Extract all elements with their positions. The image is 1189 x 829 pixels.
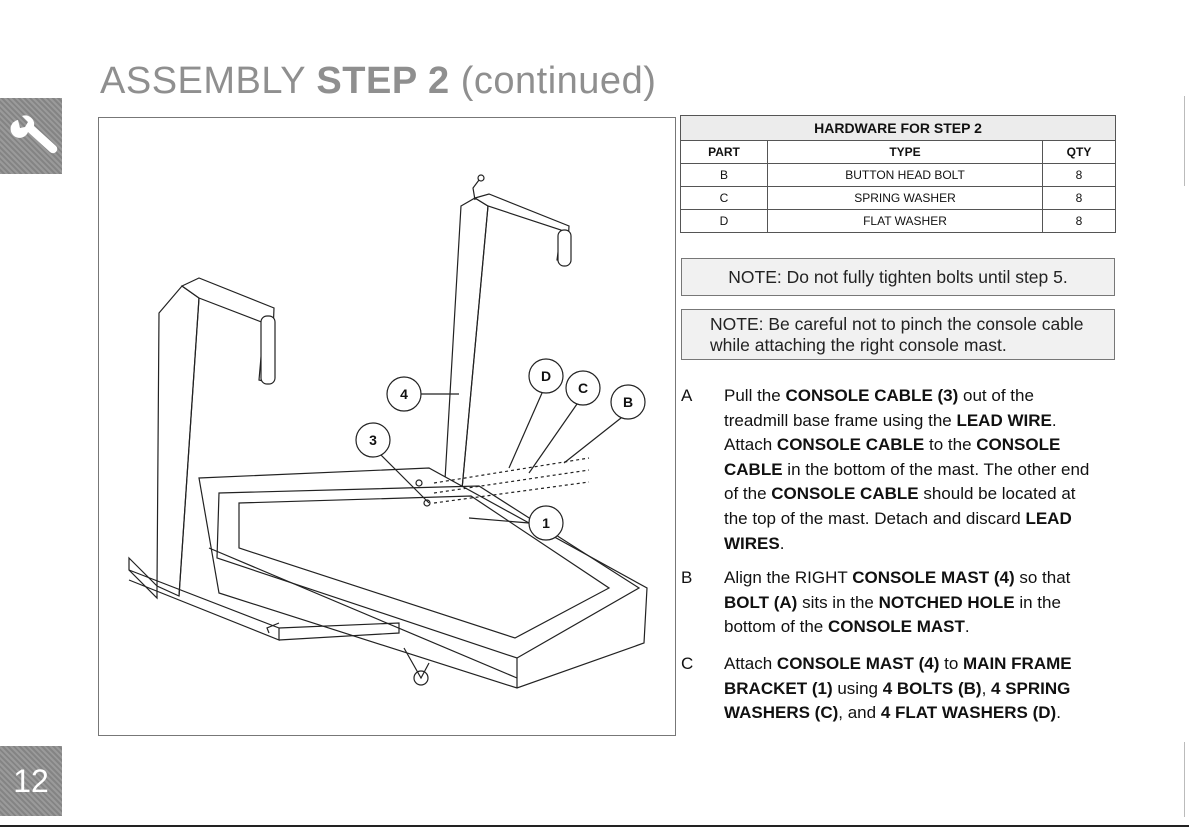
step-a: A Pull the CONSOLE CABLE (3) out of the …	[681, 384, 1101, 556]
step-text-span: Pull the	[724, 386, 786, 405]
step-letter: C	[681, 654, 694, 673]
step-text-span: .	[964, 617, 970, 637]
step-text-span: ,	[981, 678, 992, 698]
col-part: PART	[680, 140, 768, 164]
note-pinch-cable: NOTE: Be careful not to pinch the consol…	[681, 309, 1115, 360]
step-text-span: to the	[924, 435, 977, 455]
step-bold-span: LEAD WIRES	[724, 508, 1072, 553]
step-bold-span: 4 FLAT WASHERS (D)	[880, 703, 1057, 723]
callout-c: C	[578, 380, 588, 396]
assembly-figure: D C B 4 3 1	[98, 117, 676, 736]
step-bold-span: CONSOLE MAST (4)	[852, 568, 1015, 587]
step-text-span: Align the RIGHT	[724, 568, 853, 587]
step-bold-span: CONSOLE CABLE	[724, 435, 1061, 479]
step-text-span: to	[939, 654, 963, 673]
step-text-span: , and	[838, 703, 881, 723]
bottom-rule	[0, 825, 1189, 827]
callout-1: 1	[542, 515, 550, 531]
table-row: C SPRING WASHER 8	[680, 186, 1116, 210]
step-bold-span: CONSOLE MAST (4)	[776, 654, 940, 673]
step-text-span: in the bottom of the mast. The other end…	[724, 459, 1090, 504]
cell-qty: 8	[1042, 186, 1116, 210]
step-c: C Attach CONSOLE MAST (4) to MAIN FRAME …	[681, 652, 1101, 726]
col-type: TYPE	[767, 140, 1043, 164]
step-text: Align the RIGHT CONSOLE MAST (4) so that…	[724, 566, 1101, 640]
step-bold-span: 4 BOLTS (B)	[882, 678, 982, 698]
wrench-icon	[10, 115, 58, 154]
step-text-span: using	[832, 678, 883, 698]
step-b: B Align the RIGHT CONSOLE MAST (4) so th…	[681, 566, 1101, 640]
cell-part: B	[680, 163, 768, 187]
step-text: Attach CONSOLE MAST (4) to MAIN FRAME BR…	[724, 652, 1101, 726]
step-text-span: Attach	[724, 654, 777, 673]
cell-type: FLAT WASHER	[767, 209, 1043, 233]
title-suffix: (continued)	[449, 60, 657, 102]
treadmill-drawing: D C B 4 3 1	[128, 174, 648, 689]
callout-3: 3	[369, 432, 377, 448]
step-bold-span: BOLT (A)	[724, 592, 798, 612]
cell-qty: 8	[1042, 209, 1116, 233]
page-title: ASSEMBLY STEP 2 (continued)	[100, 60, 656, 103]
step-letter: A	[681, 386, 693, 405]
hardware-table: HARDWARE FOR STEP 2 PART TYPE QTY B BUTT…	[680, 115, 1116, 233]
step-text-span: so that	[1014, 568, 1071, 587]
step-text-span: .	[779, 533, 785, 553]
right-edge-line	[1184, 96, 1185, 186]
step-text-span: sits in the	[797, 592, 879, 612]
step-text-span: should be located at the top of the mast…	[724, 484, 1076, 528]
step-bold-span: MAIN FRAME BRACKET (1)	[724, 654, 1072, 698]
wrench-tab	[0, 98, 62, 174]
step-bold-span: NOTCHED HOLE	[878, 592, 1015, 612]
step-letter: B	[681, 568, 693, 587]
step-text-span: .	[1056, 703, 1061, 723]
callout-4: 4	[400, 386, 408, 402]
step-bold-span: CONSOLE MAST	[827, 617, 965, 637]
cell-type: SPRING WASHER	[767, 186, 1043, 210]
table-row: D FLAT WASHER 8	[680, 209, 1116, 233]
step-text-span: out of the treadmill base frame using th…	[724, 386, 1034, 430]
table-header-row: PART TYPE QTY	[680, 140, 1116, 164]
table-row: B BUTTON HEAD BOLT 8	[680, 163, 1116, 187]
callout-b: B	[623, 394, 633, 410]
cell-type: BUTTON HEAD BOLT	[767, 163, 1043, 187]
step-text: Pull the CONSOLE CABLE (3) out of the tr…	[724, 384, 1101, 556]
col-qty: QTY	[1042, 140, 1116, 164]
step-text-span: . Attach	[724, 410, 1057, 455]
cell-part: D	[680, 209, 768, 233]
cell-part: C	[680, 186, 768, 210]
callout-d: D	[541, 368, 551, 384]
page-number-tab: 12	[0, 746, 62, 816]
step-bold-span: CONSOLE CABLE	[771, 484, 919, 504]
right-edge-line-lower	[1184, 742, 1185, 817]
step-text-span: in the bottom of the	[724, 592, 1061, 637]
step-bold-span: 4 SPRING WASHERS (C)	[724, 678, 1071, 723]
hardware-table-title: HARDWARE FOR STEP 2	[680, 115, 1116, 141]
note-tighten-bolts: NOTE: Do not fully tighten bolts until s…	[681, 258, 1115, 296]
step-bold-span: CONSOLE CABLE	[776, 435, 925, 455]
step-bold-span: CONSOLE CABLE (3)	[785, 386, 959, 405]
cell-qty: 8	[1042, 163, 1116, 187]
title-step: STEP 2	[316, 60, 450, 102]
step-bold-span: LEAD WIRE	[956, 410, 1052, 430]
page-number: 12	[13, 762, 49, 799]
title-prefix: ASSEMBLY	[100, 60, 317, 102]
